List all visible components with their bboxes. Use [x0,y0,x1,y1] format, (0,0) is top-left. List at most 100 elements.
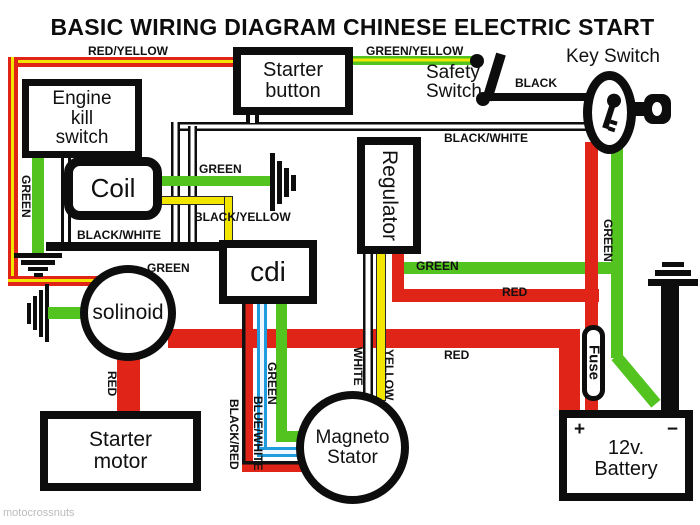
ground-icon [662,262,684,267]
coil-label: Coil [90,172,136,203]
wire-red-main [168,329,580,348]
cdi-label: cdi [250,256,286,288]
watermark: motocrossnuts [3,507,75,519]
coil-box: Coil [64,157,162,220]
label-red-main: RED [444,348,470,362]
label-black: BLACK [515,76,557,90]
safety-switch-label: Safety Switch [426,63,482,101]
fuse-label: Fuse [585,345,603,381]
label-black-white-top: BLACK/WHITE [444,131,528,145]
battery-label: Battery [594,457,658,480]
wire-red-yellow-top [8,57,238,67]
wire-green-key-switch [611,142,623,358]
wire-red-regulator-v [392,247,404,295]
label-green-kill: GREEN [19,175,33,218]
label-red-yellow: RED/YELLOW [88,44,168,58]
wire-red-yellow-left [8,57,18,286]
wire-black-white-top [171,122,590,131]
wire-black-white-vertical-b [188,126,197,247]
wire-black-safety-to-key [483,93,587,101]
wire-blue-white-v [257,299,267,457]
regulator-box: Regulator [357,137,421,254]
engine-kill-switch-box: Engine kill switch [22,79,142,158]
ground-icon [14,253,62,258]
starter-motor-label: Starter [88,427,153,451]
wire-green-yellow [348,56,476,65]
starter-button-label: button [265,80,321,102]
label-green-yellow: GREEN/YELLOW [366,44,464,58]
battery-negative-pole [661,285,679,412]
wire-red-main-drop [559,344,580,413]
key-icon [601,93,621,132]
label-green-key: GREEN [601,219,615,262]
starter-button-label: Starter [262,59,324,81]
diagram-title: BASIC WIRING DIAGRAM CHINESE ELECTRIC ST… [50,14,655,40]
wire-red-regulator-h [392,289,599,302]
fuse-pill: Fuse [582,325,605,401]
safety-switch-contact-icon [476,92,490,106]
solinoid-label: solinoid [92,300,164,324]
wire-green-cdi-h [276,431,306,442]
wire-green-kill [32,155,44,254]
ground-icon [45,284,49,342]
ground-icon [21,260,55,265]
ground-icon [28,267,48,271]
label-red-starter: RED [105,371,119,397]
wire-green-solinoid [48,307,90,319]
label-green-regulator: GREEN [416,259,459,273]
ground-icon [655,270,691,276]
ground-icon [33,296,37,330]
regulator-label: Regulator [378,149,402,242]
label-blue-white: BLUE/WHITE [251,396,265,471]
ground-icon [270,153,275,211]
wire-black-red-h [242,461,310,472]
wire-black-red-v [242,299,253,471]
key-head-icon [644,94,671,124]
engine-kill-switch-label: switch [55,127,109,149]
ground-icon [27,303,31,324]
magneto-stator-circle: Magneto Stator [296,391,409,504]
starter-motor-label: motor [93,450,148,473]
label-yellow: YELLOW [382,349,396,401]
ground-icon [648,279,698,286]
battery-plus-terminal: + [574,419,586,440]
cdi-box: cdi [219,240,317,304]
wire-red-key-switch [585,142,598,330]
starter-motor-box: Starter motor [40,411,201,491]
magneto-stator-label: Stator [327,446,378,468]
label-black-red: BLACK/RED [227,399,241,470]
wire-black-white-lower [46,242,222,251]
label-black-yellow: BLACK/YELLOW [194,210,291,224]
wire-green-coil [155,176,270,186]
battery-label: 12v. [607,436,645,459]
wire-green-key-diagonal [611,352,661,408]
key-switch-oval [583,71,636,154]
label-black-white-lower: BLACK/WHITE [77,228,161,242]
wire-green-cdi-v [276,299,287,441]
engine-kill-switch-label: kill [70,107,94,129]
ground-icon [277,161,282,204]
wire-black-yellow-h [155,196,233,205]
ground-icon [284,168,289,197]
key-hole-icon [652,102,662,116]
safety-switch-label-line: Switch [426,81,482,102]
ground-icon [34,273,43,277]
safety-switch-contact-icon [470,54,484,68]
solinoid-circle: solinoid [80,265,176,361]
wire-blue-white-h [257,447,305,457]
safety-switch-label-line: Safety [426,62,480,83]
battery-box: + − 12v. Battery [559,410,693,501]
wire-red-yellow-to-solinoid [8,276,108,286]
starter-button-box: Starter button [233,47,353,115]
key-switch-label: Key Switch [566,46,660,67]
label-white: WHITE [351,347,365,386]
wire-white [363,247,373,399]
label-green-cdi: GREEN [265,362,279,405]
magneto-stator-label: Magneto [315,426,390,448]
label-green-solinoid: GREEN [147,261,190,275]
ground-icon [291,175,296,191]
engine-kill-switch-label: Engine [52,87,112,109]
label-red-regulator: RED [502,285,528,299]
wire-green-regulator [402,262,623,274]
